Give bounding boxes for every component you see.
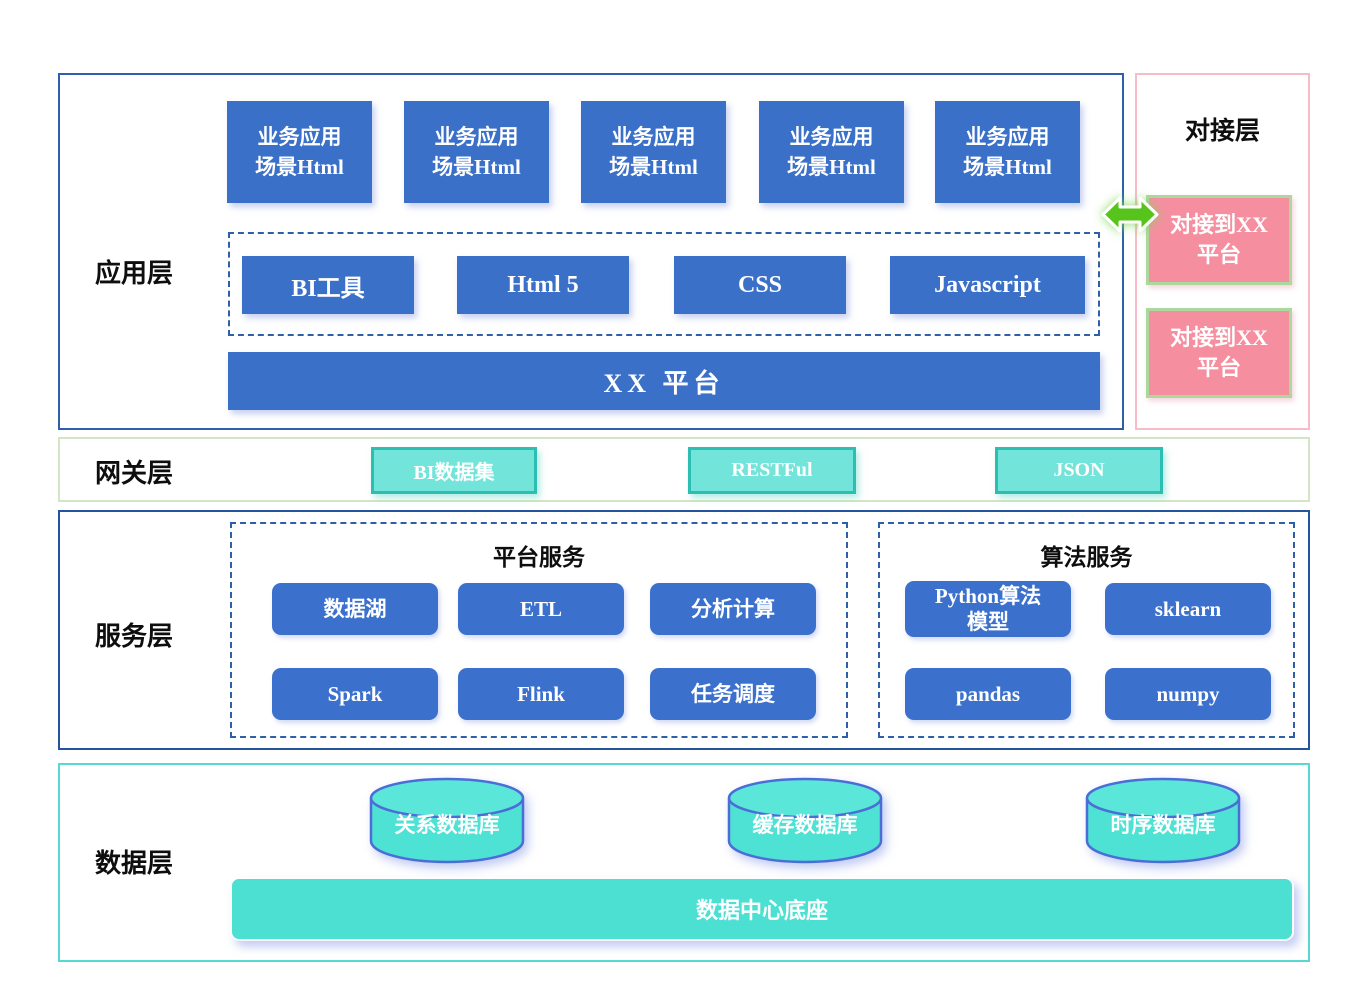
cylinder-label: 时序数据库 (1110, 813, 1216, 837)
gateway-box-restful: RESTFul (688, 447, 856, 494)
app-layer: 应用层 业务应用 场景Html 业务应用 场景Html 业务应用 场景Html … (58, 73, 1124, 430)
svc-box-spark: Spark (272, 668, 438, 720)
cylinder-cache-db: 缓存数据库 (725, 775, 885, 867)
dock-box-2: 对接到XX 平台 (1146, 308, 1292, 398)
svc-box-python-model: Python算法 模型 (905, 581, 1071, 637)
docking-layer: 对接层 对接到XX 平台 对接到XX 平台 (1135, 73, 1310, 430)
service-layer: 服务层 平台服务 数据湖 ETL 分析计算 Spark Flink 任务调度 算… (58, 510, 1310, 750)
gateway-layer-label: 网关层 (95, 459, 174, 488)
data-center-base-bar: 数据中心底座 (230, 877, 1294, 941)
algorithm-service-group: 算法服务 Python算法 模型 sklearn pandas numpy (878, 522, 1295, 738)
cylinder-label: 关系数据库 (394, 813, 500, 837)
dock-box-1: 对接到XX 平台 (1146, 195, 1292, 285)
double-arrow-icon (1101, 191, 1159, 238)
platform-bar: XX 平台 (228, 352, 1100, 410)
database-cylinder-icon (727, 777, 883, 864)
gateway-layer: 网关层 BI数据集 RESTFul JSON (58, 437, 1310, 502)
tech-box-html5: Html 5 (457, 256, 629, 314)
tech-box-css: CSS (674, 256, 846, 314)
scenario-box-2: 业务应用 场景Html (404, 101, 549, 203)
gateway-box-json: JSON (995, 447, 1163, 494)
algorithm-service-title: 算法服务 (1040, 545, 1133, 570)
cylinder-label: 缓存数据库 (752, 813, 858, 837)
platform-service-group: 平台服务 数据湖 ETL 分析计算 Spark Flink 任务调度 (230, 522, 848, 738)
scenario-box-5: 业务应用 场景Html (935, 101, 1080, 203)
svc-box-scheduler: 任务调度 (650, 668, 816, 720)
platform-service-title: 平台服务 (493, 545, 585, 570)
gateway-box-bi-dataset: BI数据集 (371, 447, 537, 494)
svc-box-sklearn: sklearn (1105, 583, 1271, 635)
database-cylinder-icon (1085, 777, 1241, 864)
tech-box-bi-tools: BI工具 (242, 256, 414, 314)
scenario-box-3: 业务应用 场景Html (581, 101, 726, 203)
scenario-box-4: 业务应用 场景Html (759, 101, 904, 203)
svc-box-flink: Flink (458, 668, 624, 720)
tech-box-javascript: Javascript (890, 256, 1085, 314)
database-cylinder-icon (369, 777, 525, 864)
data-layer: 数据层 关系数据库 缓存数据库 时序数据库 数据中心底座 (58, 763, 1310, 962)
svc-box-data-lake: 数据湖 (272, 583, 438, 635)
svc-box-analysis: 分析计算 (650, 583, 816, 635)
cylinder-timeseries-db: 时序数据库 (1083, 775, 1243, 867)
scenario-box-1: 业务应用 场景Html (227, 101, 372, 203)
svc-box-numpy: numpy (1105, 668, 1271, 720)
app-layer-label: 应用层 (95, 259, 174, 288)
docking-layer-label: 对接层 (1184, 118, 1260, 145)
data-layer-label: 数据层 (95, 849, 174, 878)
service-layer-label: 服务层 (95, 622, 174, 651)
svc-box-etl: ETL (458, 583, 624, 635)
web-tech-group (228, 232, 1100, 336)
svc-box-pandas: pandas (905, 668, 1071, 720)
cylinder-relational-db: 关系数据库 (367, 775, 527, 867)
